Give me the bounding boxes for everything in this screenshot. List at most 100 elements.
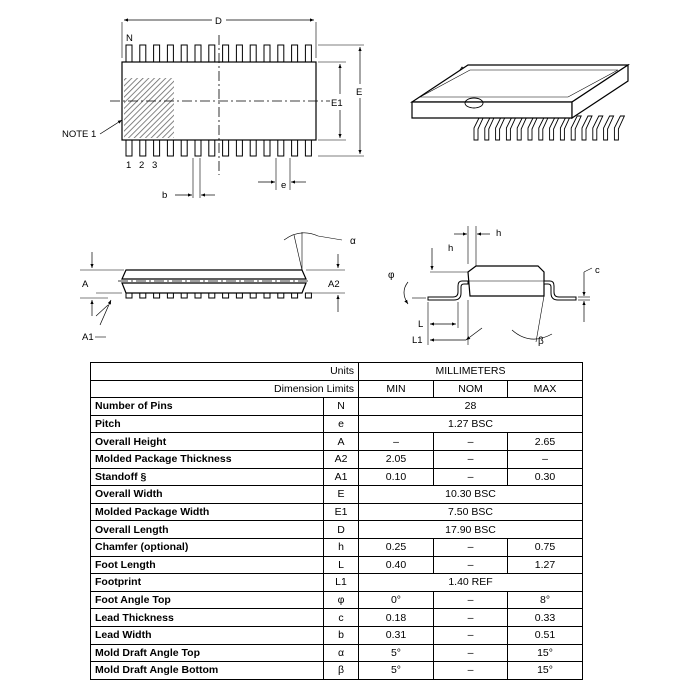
side-pin <box>263 292 271 299</box>
top-pin <box>304 139 312 157</box>
dimension-symbol: α <box>323 643 359 663</box>
iso-pin <box>559 115 572 141</box>
isometric-view <box>410 63 630 141</box>
side-pin <box>235 292 243 299</box>
end-view: h h φ c L L1 β <box>388 226 600 347</box>
side-pin <box>139 292 147 299</box>
pin-2-label: 2 <box>139 160 144 171</box>
iso-pin <box>505 115 518 141</box>
dimension-min: 0.10 <box>358 467 434 487</box>
top-pin <box>235 139 243 157</box>
dim-c-label: c <box>595 265 600 276</box>
units-label: Units <box>90 362 359 381</box>
dimension-value: 1.40 REF <box>357 573 584 592</box>
iso-pin <box>603 115 615 141</box>
side-pin <box>153 292 161 299</box>
iso-pin <box>527 115 539 141</box>
dimension-max: 1.27 <box>506 555 584 575</box>
dim-A2-label: A2 <box>328 279 340 290</box>
dimension-name: Lead Thickness <box>90 608 324 627</box>
top-pin <box>304 44 312 63</box>
dimension-symbol: E1 <box>323 502 359 522</box>
package-drawing: D E1 E N 1 2 3 NOTE 1 b e <box>62 16 630 347</box>
top-pin <box>166 139 174 157</box>
dimension-name: Molded Package Thickness <box>90 449 324 469</box>
iso-pin <box>538 115 550 141</box>
dimension-nom: – <box>433 625 508 645</box>
dimension-name: Number of Pins <box>90 397 324 416</box>
dimension-min: 5° <box>358 661 434 680</box>
dimension-max: – <box>506 449 584 469</box>
top-pin <box>249 44 257 63</box>
dimension-name: Lead Width <box>90 625 324 645</box>
dimension-name: Pitch <box>90 414 324 434</box>
dimension-symbol: D <box>323 520 359 539</box>
top-pin <box>139 139 147 157</box>
top-pin <box>263 139 271 157</box>
iso-pin <box>613 115 626 141</box>
units-value: MILLIMETERS <box>357 362 584 381</box>
top-pin <box>194 139 202 157</box>
side-pin <box>222 292 230 299</box>
top-pins-upper <box>125 44 312 63</box>
dimension-min: 0.31 <box>358 625 434 645</box>
top-pin <box>153 44 161 63</box>
nom-header: NOM <box>433 379 508 399</box>
dimension-symbol: L <box>323 555 359 575</box>
dim-L1-label: L1 <box>412 335 423 346</box>
dimension-name: Foot Angle Top <box>90 590 324 610</box>
top-pin <box>235 44 243 63</box>
dimensions-table: Units MILLIMETERS Dimension Limits MIN N… <box>90 362 584 680</box>
dim-A-label: A <box>82 279 89 290</box>
top-pin <box>222 139 230 157</box>
dimension-nom: – <box>433 608 508 627</box>
dimension-min: 0.25 <box>358 537 434 557</box>
dim-h-left-label: h <box>448 243 453 254</box>
dimension-min: 0.40 <box>358 555 434 575</box>
dim-e-label: e <box>281 180 286 191</box>
note-1-label: NOTE 1 <box>62 129 96 140</box>
iso-pin <box>570 115 582 141</box>
iso-pin <box>516 115 528 141</box>
dimension-name: Molded Package Width <box>90 502 324 522</box>
dimension-symbol: b <box>323 625 359 645</box>
dimension-min: – <box>358 432 434 451</box>
dimension-symbol: c <box>323 608 359 627</box>
iso-pin <box>473 115 485 141</box>
dim-D-label: D <box>215 16 222 27</box>
dimension-max: 0.51 <box>506 625 584 645</box>
iso-pin <box>581 115 593 141</box>
dimension-min: 0° <box>358 590 434 610</box>
dim-A1-label: A1 <box>82 332 94 343</box>
dimension-min: 2.05 <box>358 449 434 469</box>
top-pin <box>291 44 299 63</box>
dimension-max: 0.33 <box>506 608 584 627</box>
dimension-symbol: β <box>323 661 359 680</box>
top-pin <box>125 139 133 157</box>
iso-pin <box>495 115 507 141</box>
angle-phi-label: φ <box>388 270 395 281</box>
top-pin <box>208 44 216 63</box>
pin1-dot <box>464 97 484 109</box>
side-pin <box>304 292 312 299</box>
side-view: A A1 A2 α <box>80 232 356 343</box>
limits-row: Dimension Limits MIN NOM MAX <box>90 379 584 399</box>
dimension-max: 0.30 <box>506 467 584 487</box>
iso-pin <box>549 115 561 141</box>
dim-E-label: E <box>356 87 362 98</box>
side-pin <box>166 292 174 299</box>
dimension-symbol: A <box>323 432 359 451</box>
top-pin <box>208 139 216 157</box>
dimension-max: 2.65 <box>506 432 584 451</box>
dimension-symbol: N <box>323 397 359 416</box>
dim-E1-label: E1 <box>331 98 343 109</box>
